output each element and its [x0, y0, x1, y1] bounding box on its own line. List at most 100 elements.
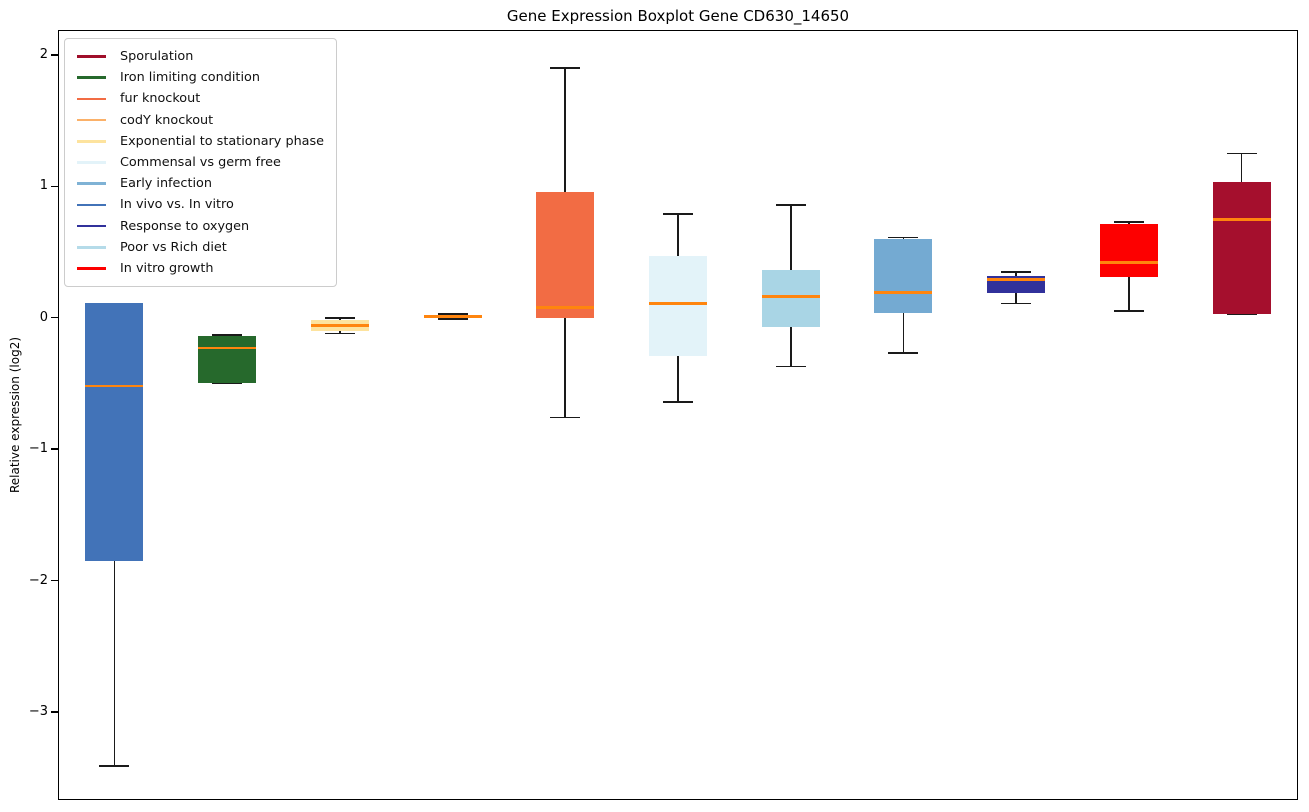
cap-high-response-to-oxygen	[1001, 270, 1032, 273]
legend-label: codY knockout	[120, 112, 214, 128]
y-tick-mark	[51, 54, 58, 56]
y-tick-mark	[51, 579, 58, 582]
median-in-vitro-growth	[1099, 261, 1158, 264]
box-in-vitro-growth	[1099, 224, 1158, 278]
legend-label: Poor vs Rich diet	[120, 239, 227, 255]
cap-low-commensal-vs-germ-free	[663, 401, 693, 403]
cap-low-cody-knockout	[437, 318, 468, 320]
cap-low-iron-limiting-condition	[212, 382, 243, 385]
cap-high-poor-vs-rich-diet	[775, 203, 806, 206]
cap-high-in-vitro-growth	[1113, 221, 1144, 223]
y-tick-label: 1	[39, 178, 48, 194]
box-early-infection	[874, 238, 933, 313]
median-commensal-vs-germ-free	[649, 302, 707, 305]
cap-high-early-infection	[888, 236, 919, 239]
whisker-high-poor-vs-rich-diet	[789, 204, 792, 271]
cap-low-response-to-oxygen	[1001, 302, 1032, 305]
legend-swatch-icon	[77, 203, 106, 207]
box-poor-vs-rich-diet	[761, 270, 820, 327]
legend-label: Commensal vs germ free	[120, 155, 281, 171]
legend-swatch-icon	[77, 267, 106, 270]
whisker-high-in-vitro-growth	[1128, 221, 1130, 225]
box-sporulation	[1212, 182, 1271, 314]
legend-label: Early infection	[120, 176, 212, 192]
legend-item-sporulation: Sporulation	[73, 46, 324, 67]
median-sporulation	[1212, 217, 1271, 221]
cap-high-iron-limiting-condition	[212, 334, 243, 336]
cap-low-in-vitro-growth	[1113, 310, 1144, 312]
chart-title: Gene Expression Boxplot Gene CD630_14650	[506, 7, 850, 25]
cap-high-cody-knockout	[437, 313, 468, 315]
median-response-to-oxygen	[987, 278, 1046, 281]
legend-item-fur-knockout: fur knockout	[73, 88, 324, 109]
legend-label: In vitro growth	[120, 260, 214, 276]
y-tick-label: −1	[28, 441, 48, 457]
legend-swatch-icon	[77, 118, 106, 122]
median-iron-limiting-condition	[198, 346, 257, 350]
legend-swatch-icon	[77, 245, 106, 249]
whisker-low-poor-vs-rich-diet	[789, 326, 792, 367]
y-tick-mark	[51, 711, 58, 713]
cap-low-early-infection	[888, 352, 919, 355]
box-in-vivo-vs-in-vitro	[85, 303, 144, 561]
legend-item-commensal-vs-germ-free: Commensal vs germ free	[73, 152, 324, 173]
legend-swatch-icon	[77, 97, 106, 101]
box-fur-knockout	[536, 191, 595, 318]
whisker-low-fur-knockout	[564, 317, 567, 418]
y-axis-label: Relative expression (log2)	[8, 336, 22, 494]
y-tick-label: 2	[39, 46, 48, 62]
legend-swatch-icon	[77, 161, 106, 164]
median-exponential-to-stationary-phase	[310, 324, 369, 327]
cap-low-poor-vs-rich-diet	[775, 365, 806, 368]
median-early-infection	[874, 291, 933, 295]
median-fur-knockout	[536, 305, 595, 309]
legend-item-exponential-to-stationary-phase: Exponential to stationary phase	[73, 131, 324, 152]
whisker-low-commensal-vs-germ-free	[677, 355, 679, 402]
legend-label: Iron limiting condition	[120, 70, 260, 86]
legend-item-iron-limiting-condition: Iron limiting condition	[73, 67, 324, 88]
cap-low-sporulation	[1226, 313, 1257, 315]
cap-high-commensal-vs-germ-free	[663, 213, 693, 215]
cap-low-exponential-to-stationary-phase	[324, 332, 355, 335]
legend-swatch-icon	[77, 182, 106, 186]
legend-swatch-icon	[77, 76, 106, 80]
cap-high-fur-knockout	[550, 67, 581, 69]
legend-swatch-icon	[77, 55, 106, 58]
y-tick-label: −2	[28, 572, 48, 588]
y-tick-label: 0	[39, 309, 48, 325]
legend-item-early-infection: Early infection	[73, 173, 324, 194]
cap-low-fur-knockout	[550, 416, 581, 419]
median-cody-knockout	[423, 315, 482, 318]
legend-item-response-to-oxygen: Response to oxygen	[73, 216, 324, 237]
legend-label: Exponential to stationary phase	[120, 133, 325, 149]
median-in-vivo-vs-in-vitro	[85, 384, 144, 388]
y-tick-label: −3	[28, 703, 48, 719]
cap-low-in-vivo-vs-in-vitro	[99, 765, 130, 767]
whisker-low-early-infection	[902, 312, 905, 354]
legend-item-poor-vs-rich-diet: Poor vs Rich diet	[73, 237, 324, 258]
y-tick-mark	[51, 185, 58, 188]
y-tick-mark	[51, 317, 58, 319]
whisker-high-fur-knockout	[564, 68, 567, 192]
legend-swatch-icon	[77, 224, 106, 228]
legend-item-cody-knockout: codY knockout	[73, 110, 324, 131]
median-poor-vs-rich-diet	[761, 295, 820, 299]
legend-label: fur knockout	[120, 91, 201, 107]
legend-item-in-vivo-vs-in-vitro: In vivo vs. In vitro	[73, 194, 324, 215]
whisker-high-response-to-oxygen	[1015, 271, 1017, 276]
legend-label: Response to oxygen	[120, 218, 250, 234]
whisker-high-sporulation	[1240, 153, 1243, 183]
box-iron-limiting-condition	[198, 336, 257, 384]
whisker-high-commensal-vs-germ-free	[677, 213, 679, 256]
cap-high-sporulation	[1226, 152, 1257, 155]
cap-high-exponential-to-stationary-phase	[324, 316, 355, 319]
whisker-low-in-vivo-vs-in-vitro	[113, 560, 116, 766]
y-tick-mark	[51, 448, 58, 450]
box-commensal-vs-germ-free	[649, 256, 707, 356]
legend-swatch-icon	[77, 140, 106, 143]
legend-item-in-vitro-growth: In vitro growth	[73, 258, 324, 279]
whisker-low-in-vitro-growth	[1128, 277, 1130, 312]
legend-label: In vivo vs. In vitro	[120, 197, 234, 213]
